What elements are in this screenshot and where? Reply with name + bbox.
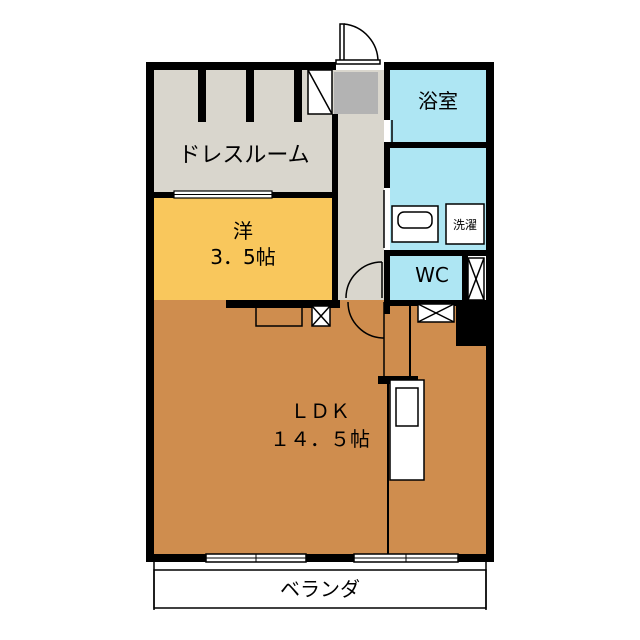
bathroom-label: 浴室 — [418, 89, 458, 113]
washing-machine — [445, 203, 485, 245]
pipe-space — [467, 257, 485, 301]
dress-room-floor — [154, 70, 332, 192]
wc-floor — [390, 256, 462, 300]
pipe-space — [311, 305, 331, 327]
bathroom-floor — [390, 70, 486, 142]
wash-basin — [391, 205, 439, 243]
closet-divider — [198, 70, 206, 122]
dress-room-label: ドレスルーム — [178, 143, 309, 168]
ldk-floor — [154, 300, 486, 554]
shoe-closet — [307, 69, 333, 115]
wash-label: 洗濯 — [453, 218, 477, 232]
western-room-door — [255, 305, 303, 327]
ldk-size: １４．５帖 — [270, 427, 370, 451]
veranda-label: ベランダ — [280, 577, 360, 601]
closet-divider — [246, 70, 254, 122]
western-room-floor — [154, 198, 332, 300]
veranda — [153, 562, 487, 610]
entrance-floor — [334, 72, 378, 114]
pipe-space — [417, 303, 455, 323]
western-room-name: 洋 — [233, 219, 253, 243]
western-room-size: 3．5帖 — [210, 245, 275, 269]
ldk-name: ＬＤＫ — [290, 399, 350, 423]
front-door — [335, 23, 381, 65]
ldk-door — [347, 301, 385, 376]
closet-divider — [294, 70, 302, 122]
kitchen-counter — [389, 379, 425, 481]
wc-label: WC — [415, 263, 449, 287]
wc-door — [345, 261, 383, 299]
